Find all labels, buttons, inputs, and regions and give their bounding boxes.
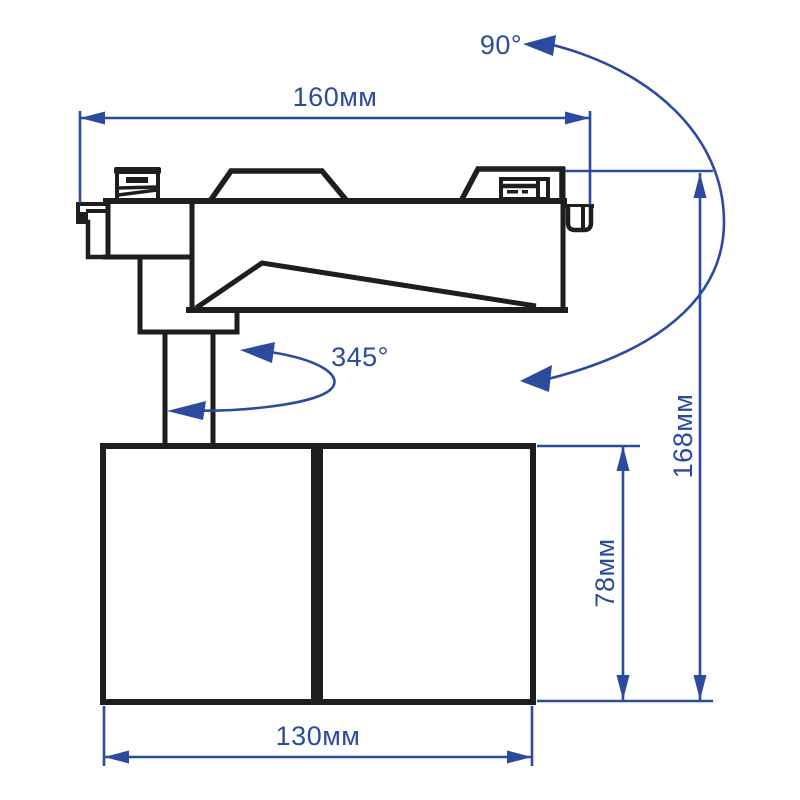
rotation-arc (547, 43, 726, 381)
rotation-angle-label: 345° (331, 342, 389, 372)
arrow-left-icon (80, 111, 105, 125)
swivel-bracket (137, 254, 240, 335)
adapter-top-bump (207, 168, 350, 203)
arrow-left-icon-lower (167, 401, 206, 420)
lamp-shell-left (100, 443, 317, 705)
rotation-arc-345deg: 345° (167, 342, 389, 420)
lamp-shell-right (317, 443, 536, 705)
right-latch-body (565, 207, 594, 233)
track-width-label: 160мм (293, 82, 378, 112)
head-width-label: 130мм (276, 721, 361, 751)
total-height-label: 168мм (668, 394, 698, 479)
track-adapter (76, 166, 594, 449)
screw-thread-line-1 (117, 185, 158, 190)
left-clip-pad (77, 212, 88, 223)
hinge-tick-1 (311, 486, 323, 493)
arrow-left-down-icon (520, 365, 552, 392)
arrow-up-icon (693, 173, 707, 198)
contact-dash-right (522, 190, 528, 194)
dimension-168mm: 168мм (537, 169, 713, 703)
arrow-down-icon (616, 675, 630, 700)
arrow-up-icon (616, 446, 630, 471)
head-height-label: 78мм (590, 538, 620, 607)
arrow-right-icon (507, 750, 532, 764)
reflector-wedge (194, 260, 537, 311)
arrow-down-icon (693, 675, 707, 700)
hinge-tick-3 (311, 607, 323, 614)
rotation-arc (179, 350, 336, 412)
hinge-tick-4 (311, 653, 323, 660)
arrow-left-icon (240, 342, 275, 363)
dimension-130mm: 130мм (102, 706, 534, 766)
rotation-arc-90deg: 90° (480, 30, 726, 392)
dimension-78mm: 78мм (537, 444, 640, 700)
left-clip-bar (85, 219, 111, 260)
tilt-angle-label: 90° (480, 30, 522, 60)
arrow-right-icon (565, 111, 590, 125)
mounting-screw-slot (126, 177, 148, 183)
arrow-left-icon (523, 35, 556, 56)
contact-dash-left (507, 190, 518, 194)
left-clip (76, 202, 111, 260)
screw-thread-line-2 (116, 188, 159, 197)
arrow-left-icon (104, 750, 129, 764)
mounting-screw-cap (114, 167, 161, 174)
hinge-tick-2 (311, 533, 323, 540)
dimension-160mm: 160мм (78, 82, 592, 205)
right-latch (561, 204, 594, 233)
lamp-head (100, 443, 536, 705)
